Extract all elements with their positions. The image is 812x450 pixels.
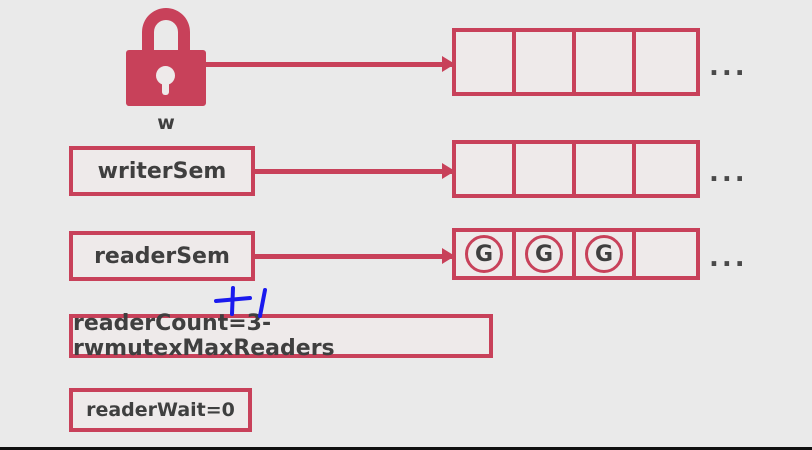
queue-readersem-overflow-ellipsis: ... [709, 243, 748, 273]
padlock-shackle [142, 8, 190, 60]
arrow-writersem-to-queue [255, 163, 455, 179]
arrow-w-to-queue [196, 56, 455, 72]
reader-count-label: readerCount=3-rwmutexMaxReaders [73, 311, 335, 361]
padlock-label-w: w [157, 112, 175, 134]
reader-wait-box: readerWait=0 [69, 388, 252, 432]
queue-cell: G [456, 232, 517, 276]
queue-cell [576, 144, 637, 194]
reader-sem-label: readerSem [94, 243, 230, 269]
queue-writersem-overflow-ellipsis: ... [709, 158, 748, 188]
reader-wait-label: readerWait=0 [86, 399, 235, 421]
writer-sem-label: writerSem [97, 158, 227, 184]
queue-cell [456, 32, 517, 92]
queue-readersem: G G G [452, 228, 700, 280]
writer-sem-box: writerSem [69, 146, 255, 196]
arrow-readersem-to-queue [255, 248, 455, 264]
goroutine-token: G [525, 235, 564, 273]
queue-cell [636, 32, 696, 92]
goroutine-token: G [585, 235, 624, 273]
queue-cell [456, 144, 517, 194]
queue-cell [636, 232, 696, 276]
goroutine-token: G [465, 235, 504, 273]
padlock-keyhole-circle [156, 66, 175, 85]
queue-cell [636, 144, 696, 194]
bottom-border-rule [0, 447, 812, 450]
queue-cell [576, 32, 637, 92]
queue-cell [516, 144, 577, 194]
padlock-icon [120, 8, 212, 108]
plus-one-annotation-icon [214, 286, 267, 318]
reader-sem-box: readerSem [69, 231, 255, 281]
queue-cell: G [576, 232, 637, 276]
queue-w-overflow-ellipsis: ... [709, 52, 748, 82]
padlock-keyhole-stem [162, 78, 169, 95]
queue-cell [516, 32, 577, 92]
queue-w [452, 28, 700, 96]
reader-count-box: readerCount=3-rwmutexMaxReaders [69, 311, 493, 361]
queue-writersem [452, 140, 700, 198]
queue-cell: G [516, 232, 577, 276]
